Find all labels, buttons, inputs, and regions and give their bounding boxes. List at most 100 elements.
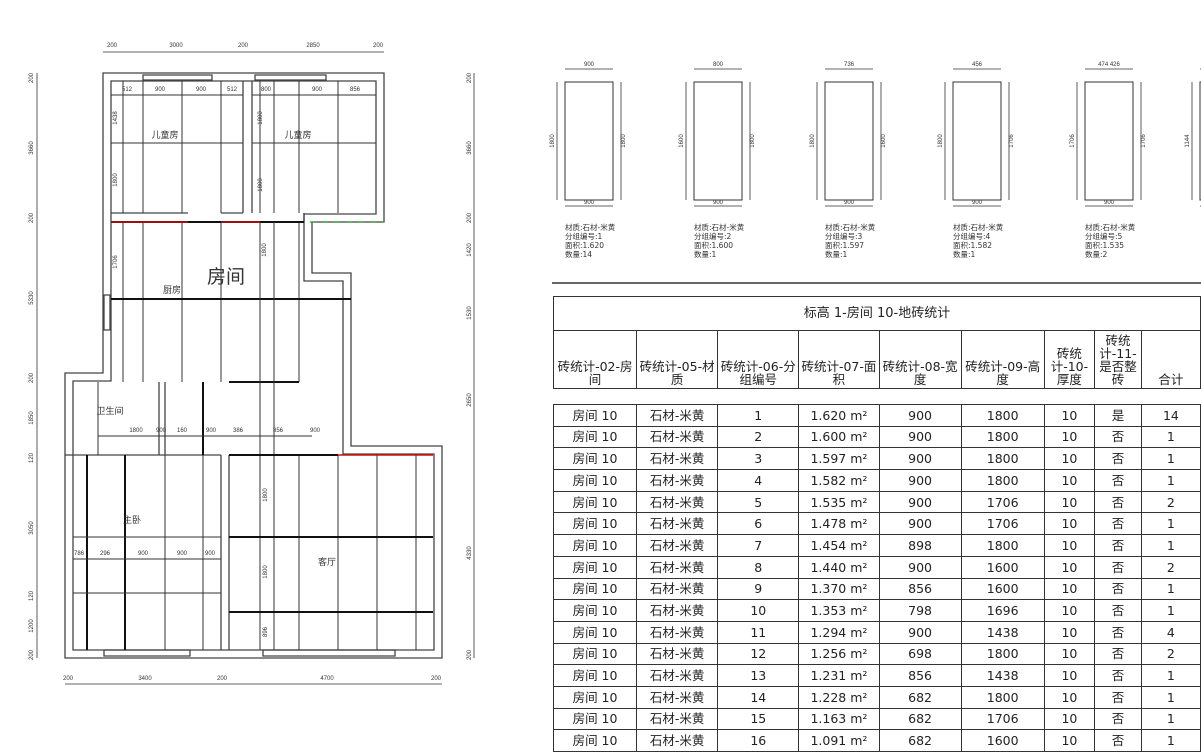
table-cell: 1.600 m² bbox=[798, 425, 880, 449]
table-cell: 1800 bbox=[960, 447, 1045, 471]
tile-info-line: 面积:1.535 bbox=[1085, 240, 1124, 250]
table-cell: 石材-米黄 bbox=[636, 620, 719, 644]
column-header: 砖统计-02-房间 bbox=[552, 330, 638, 389]
dimension-label: 1850 bbox=[29, 411, 35, 425]
dimension-label: 386 bbox=[233, 428, 244, 434]
schedule-title: 标高 1-房间 10-地砖统计 bbox=[553, 296, 1201, 331]
dimension-label: 800 bbox=[261, 87, 272, 93]
table-cell: 5 bbox=[717, 490, 800, 514]
table-cell: 10 bbox=[1043, 555, 1096, 579]
table-cell: 石材-米黄 bbox=[636, 469, 719, 492]
tile-info-line: 材质:石材-米黄 bbox=[953, 222, 1004, 232]
dimension-label: 200 bbox=[467, 72, 473, 83]
table-cell: 900 bbox=[878, 447, 962, 471]
dimension-label: 3000 bbox=[169, 43, 183, 49]
dimension-label: 1800 bbox=[258, 111, 264, 125]
dimension-label: 200 bbox=[373, 43, 384, 49]
table-cell: 1 bbox=[1140, 425, 1201, 449]
table-cell: 否 bbox=[1094, 707, 1142, 731]
table-cell: 房间 10 bbox=[552, 729, 638, 752]
tile-grid bbox=[73, 81, 433, 650]
dimension-label: 856 bbox=[350, 87, 361, 93]
dimension-label: 120 bbox=[29, 452, 35, 463]
tile-dimension: 1800 bbox=[621, 134, 627, 148]
table-cell: 1800 bbox=[960, 404, 1045, 427]
table-cell: 房间 10 bbox=[552, 685, 638, 709]
table-cell: 1.091 m² bbox=[798, 729, 880, 752]
dimension-label: 4330 bbox=[467, 546, 473, 560]
table-cell: 10 bbox=[1043, 620, 1096, 644]
table-cell: 682 bbox=[878, 685, 962, 709]
dimension-label: 200 bbox=[29, 649, 35, 660]
table-cell: 900 bbox=[878, 425, 962, 449]
tile-info-line: 数量:2 bbox=[1085, 249, 1108, 259]
dimension-label: 900 bbox=[312, 87, 323, 93]
table-cell: 9 bbox=[717, 577, 800, 601]
table-cell: 房间 10 bbox=[552, 599, 638, 622]
dimension-lines bbox=[36, 51, 475, 685]
table-cell: 石材-米黄 bbox=[636, 447, 719, 471]
tile-info-line: 面积:1.597 bbox=[825, 240, 864, 250]
table-cell: 否 bbox=[1094, 512, 1142, 536]
table-cell: 否 bbox=[1094, 685, 1142, 709]
dimension-label: 900 bbox=[310, 428, 321, 434]
table-cell: 否 bbox=[1094, 469, 1142, 492]
outer-wall bbox=[64, 72, 443, 659]
dimension-label: 3050 bbox=[29, 521, 35, 535]
tile-dimension: 900 bbox=[1104, 200, 1115, 206]
dimension-label: 1800 bbox=[129, 428, 143, 434]
dimension-label: 200 bbox=[467, 649, 473, 660]
dimension-label: 900 bbox=[177, 551, 188, 557]
dimension-label: 200 bbox=[431, 676, 442, 682]
table-cell: 900 bbox=[878, 620, 962, 644]
table-cell: 否 bbox=[1094, 620, 1142, 644]
column-header: 砖统计-08-宽度 bbox=[878, 330, 962, 389]
tile-dimension: 1706 bbox=[1141, 134, 1147, 148]
tile-info-line: 面积:1.600 bbox=[694, 240, 733, 250]
tile-info-line: 分组编号:4 bbox=[953, 231, 991, 241]
table-cell: 2 bbox=[1140, 490, 1201, 514]
dimension-label: 900 bbox=[155, 87, 166, 93]
tile-outline bbox=[1199, 81, 1201, 201]
table-cell: 1 bbox=[1140, 447, 1201, 471]
table-cell: 房间 10 bbox=[552, 664, 638, 687]
table-cell: 石材-米黄 bbox=[636, 577, 719, 601]
column-header: 砖统计-11-是否整砖 bbox=[1094, 330, 1142, 389]
room-label: 儿童房 bbox=[284, 129, 311, 141]
table-cell: 否 bbox=[1094, 664, 1142, 687]
table-cell: 8 bbox=[717, 555, 800, 579]
table-cell: 856 bbox=[878, 664, 962, 687]
table-cell: 1600 bbox=[960, 577, 1045, 601]
tile-outline bbox=[824, 81, 874, 201]
tile-info-line: 分组编号:1 bbox=[565, 231, 603, 241]
table-cell: 房间 10 bbox=[552, 534, 638, 557]
table-cell: 2 bbox=[1140, 642, 1201, 666]
table-cell: 900 bbox=[878, 469, 962, 492]
table-cell: 1 bbox=[717, 404, 800, 427]
table-cell: 1 bbox=[1140, 729, 1201, 752]
table-cell: 12 bbox=[717, 642, 800, 666]
dimension-label: 296 bbox=[100, 551, 111, 557]
table-cell: 1438 bbox=[960, 664, 1045, 687]
dimension-label: 200 bbox=[238, 43, 249, 49]
tile-info-line: 分组编号:2 bbox=[694, 231, 732, 241]
table-cell: 1.370 m² bbox=[798, 577, 880, 601]
tile-info-line: 数量:14 bbox=[565, 249, 592, 259]
tile-dimension: 1144 bbox=[1185, 134, 1191, 148]
tile-dimension: 800 bbox=[713, 62, 724, 68]
table-cell: 10 bbox=[1043, 599, 1096, 622]
table-cell: 否 bbox=[1094, 425, 1142, 449]
table-cell: 1800 bbox=[960, 685, 1045, 709]
dimension-label: 5330 bbox=[29, 291, 35, 305]
table-cell: 房间 10 bbox=[552, 642, 638, 666]
dimension-label: 3660 bbox=[467, 141, 473, 155]
